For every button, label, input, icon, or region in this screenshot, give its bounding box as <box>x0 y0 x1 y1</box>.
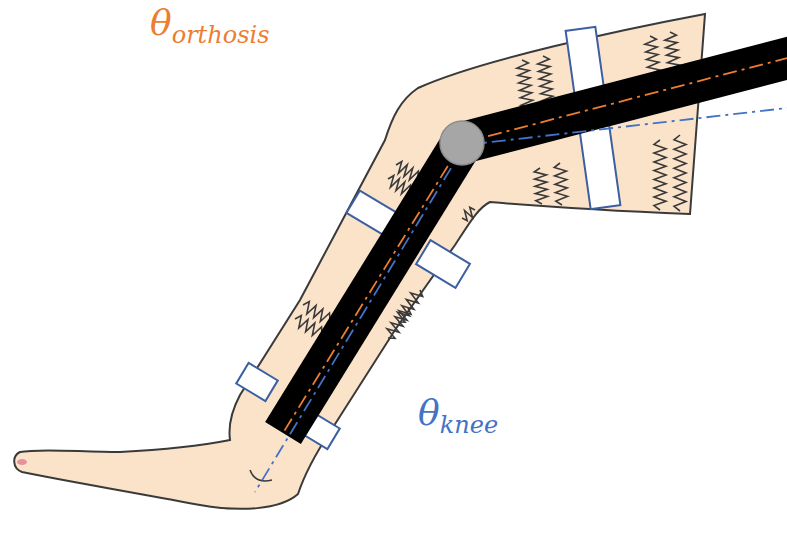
ankle-strap <box>236 363 278 401</box>
spring <box>554 163 567 205</box>
toenail <box>17 459 27 465</box>
spring <box>534 168 547 204</box>
orthosis-joint <box>440 121 484 165</box>
spring <box>462 207 475 220</box>
spring <box>295 316 322 336</box>
spring <box>396 162 418 180</box>
ankle-crease <box>250 470 272 481</box>
spring <box>388 176 410 194</box>
spring <box>654 140 666 210</box>
spring <box>303 302 330 322</box>
angle-symbol: θ <box>418 392 440 433</box>
orthosis-angle-label: θorthosis <box>150 2 269 43</box>
angle-symbol: θ <box>150 2 172 43</box>
knee-axis <box>255 108 787 492</box>
knee-angle-label: θknee <box>418 392 498 433</box>
shank-bar <box>283 143 462 433</box>
calf-strap <box>416 240 470 288</box>
spring <box>674 135 686 211</box>
straps <box>236 27 620 449</box>
thigh-bar <box>462 55 787 143</box>
angle-subscript: knee <box>440 411 498 439</box>
angle-subscript: orthosis <box>172 21 270 49</box>
spring <box>387 308 411 338</box>
orthosis-axis <box>283 58 787 433</box>
spring <box>398 290 423 322</box>
